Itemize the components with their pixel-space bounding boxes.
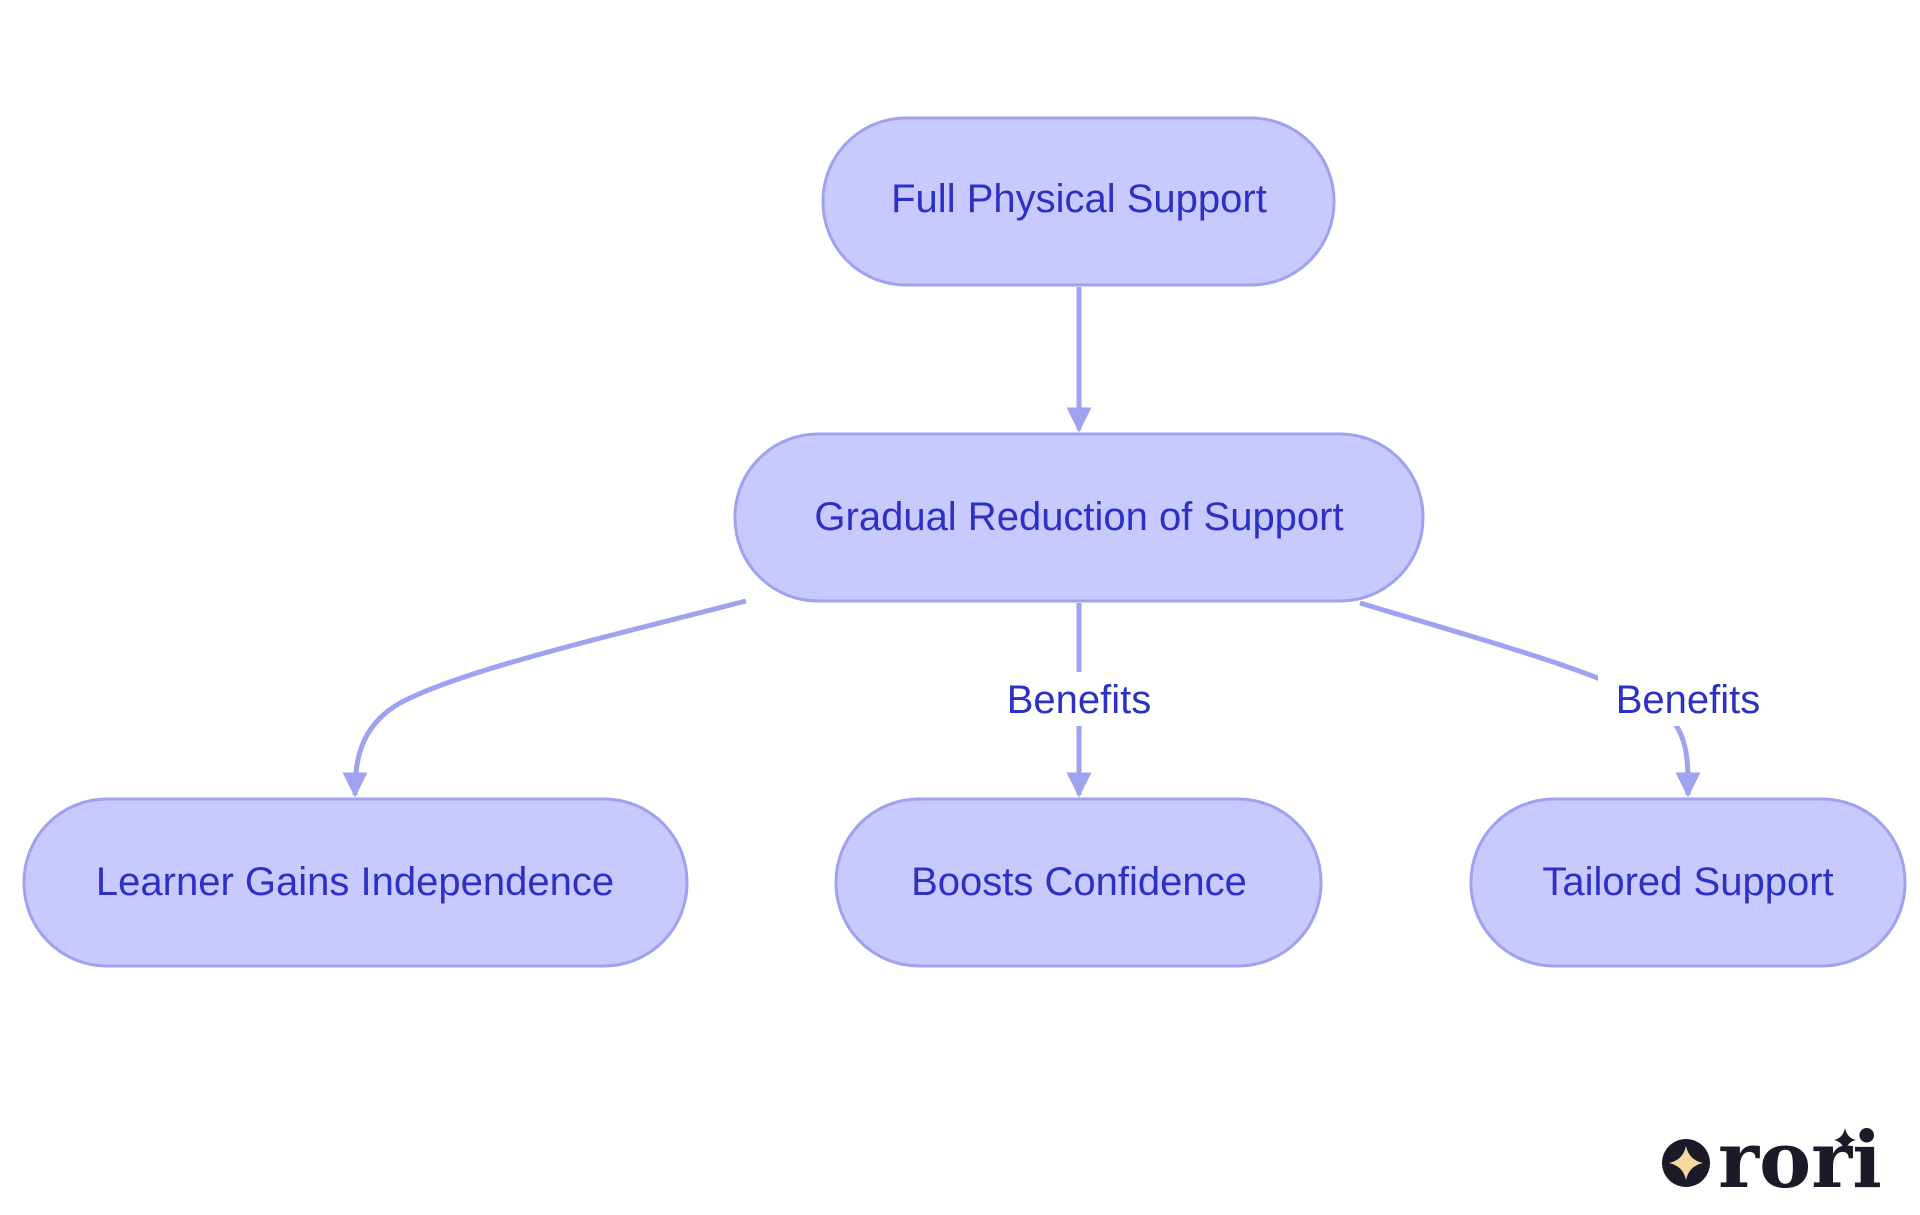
- edge-label-text: Benefits: [1616, 678, 1761, 722]
- node-boosts-confidence[interactable]: Boosts Confidence: [834, 797, 1323, 968]
- sparkle-icon: [1669, 1146, 1703, 1180]
- edge-labels: Benefits Benefits: [989, 672, 1778, 726]
- nodes: Full Physical Support Gradual Reduction …: [22, 116, 1907, 968]
- edge-label-text: Benefits: [1007, 678, 1152, 722]
- edge-label-benefits-confidence: Benefits: [989, 672, 1169, 726]
- node-label: Full Physical Support: [891, 177, 1267, 221]
- node-gradual-reduction-of-support[interactable]: Gradual Reduction of Support: [733, 432, 1425, 603]
- edge-label-benefits-tailored: Benefits: [1598, 672, 1778, 726]
- node-label: Tailored Support: [1542, 860, 1833, 904]
- logo-wordmark: rori: [1718, 1115, 1882, 1206]
- node-label: Learner Gains Independence: [96, 860, 614, 904]
- node-tailored-support[interactable]: Tailored Support: [1469, 797, 1907, 968]
- node-label: Gradual Reduction of Support: [814, 495, 1343, 539]
- logo-star-icon: [1834, 1128, 1856, 1152]
- rori-logo: rori: [1662, 1115, 1882, 1206]
- edge-gradual-reduction-to-learner-independence: [342, 598, 747, 798]
- node-label: Boosts Confidence: [911, 860, 1247, 904]
- node-learner-gains-independence[interactable]: Learner Gains Independence: [22, 797, 689, 968]
- node-full-physical-support[interactable]: Full Physical Support: [821, 116, 1336, 287]
